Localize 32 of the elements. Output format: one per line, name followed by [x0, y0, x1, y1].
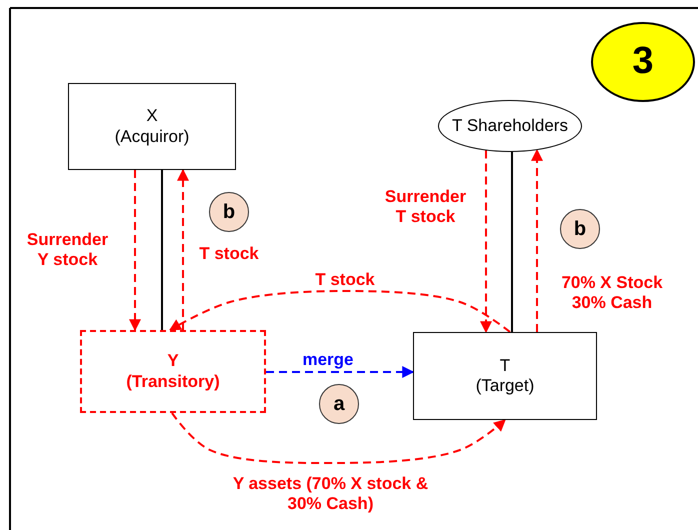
- edge-label: Surrender T stock: [384, 187, 468, 228]
- edge-label: merge: [301, 350, 355, 370]
- arrow: [266, 366, 414, 378]
- transitory-box: [80, 330, 266, 413]
- arrow: [168, 290, 511, 333]
- entity-label: (Transitory): [126, 372, 220, 392]
- step-number: 3: [632, 39, 654, 84]
- arrow: [177, 168, 189, 330]
- entity-label: (Acquiror): [114, 126, 190, 147]
- connector-line: [161, 170, 163, 330]
- step-letter: b: [222, 200, 236, 224]
- entity-label: X: [146, 106, 158, 126]
- step-letter: a: [333, 392, 345, 416]
- step-marker-circle: [560, 209, 600, 249]
- entity-box: [68, 83, 236, 170]
- connector-line: [511, 152, 513, 332]
- arrow: [171, 412, 506, 464]
- step-marker-circle: [319, 384, 359, 424]
- edge-label: 70% X Stock 30% Cash: [560, 273, 664, 314]
- entity-label: (Target): [476, 376, 534, 396]
- edge-label: Y assets (70% X stock & 30% Cash): [232, 474, 430, 515]
- step-letter: b: [574, 217, 586, 241]
- step-marker-circle: [209, 192, 249, 232]
- entity-box: [413, 332, 597, 420]
- entity-label: Y: [167, 351, 179, 372]
- arrow: [129, 170, 141, 332]
- entity-label: T: [500, 356, 510, 376]
- arrow: [480, 150, 492, 334]
- edge-label: Surrender Y stock: [26, 230, 110, 271]
- edge-label: T stock: [198, 244, 260, 264]
- edge-label: T stock: [314, 270, 376, 290]
- entity-label: T Shareholders: [452, 116, 568, 136]
